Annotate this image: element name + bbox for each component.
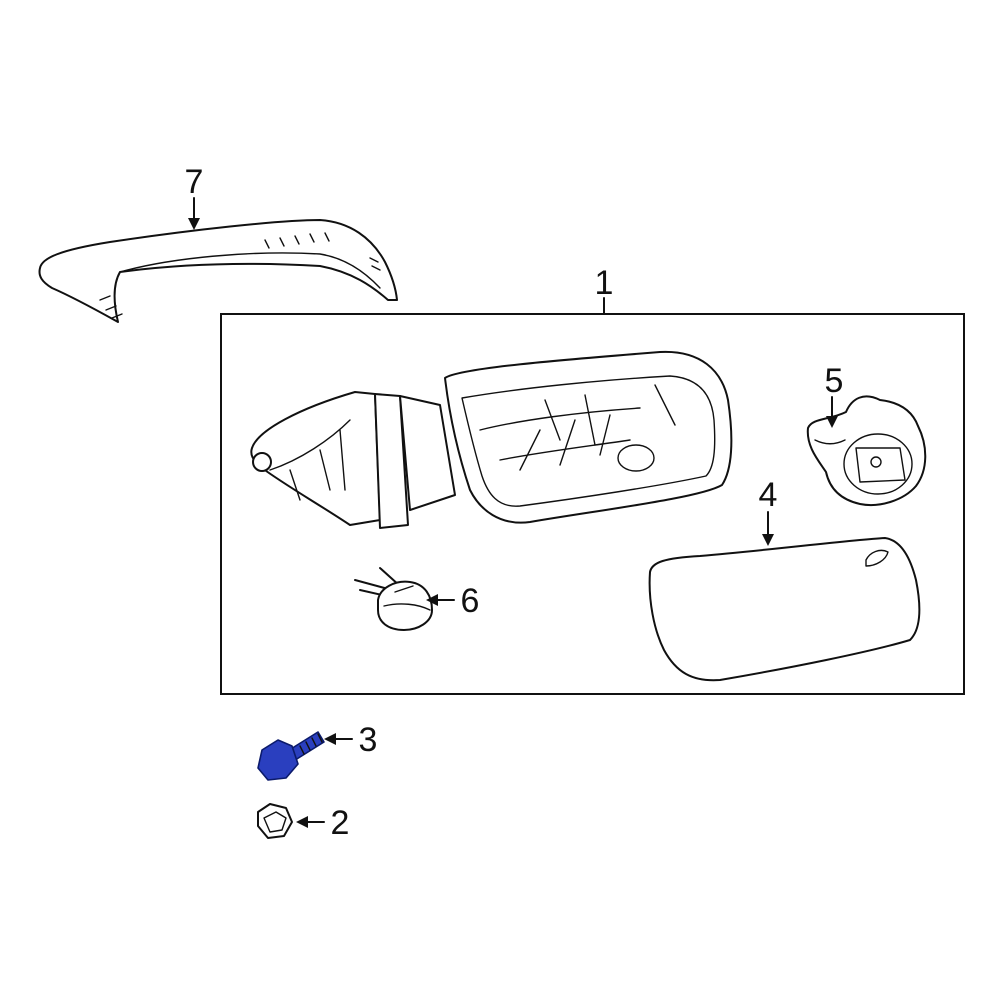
callout-3-label: 3 — [359, 721, 378, 759]
callout-1-label: 1 — [595, 264, 614, 302]
callout-5: 5 — [825, 362, 844, 428]
motor-part[interactable] — [806, 395, 927, 506]
bolt-part[interactable] — [257, 731, 325, 781]
callout-2-arrowhead — [296, 816, 308, 828]
nut-part[interactable] — [257, 803, 293, 839]
mirror-glass-part[interactable] — [648, 537, 921, 682]
mirror-cover-part[interactable] — [38, 219, 398, 323]
callout-7-label: 7 — [185, 163, 204, 201]
assembly-frame — [220, 313, 965, 695]
lamp-part[interactable] — [354, 567, 433, 631]
mirror-housing-part[interactable] — [250, 350, 733, 529]
callout-6-arrowhead — [426, 594, 438, 606]
callout-4: 4 — [759, 476, 778, 546]
callout-5-label: 5 — [825, 362, 844, 400]
callout-5-arrowhead — [826, 416, 838, 428]
callout-3-arrowhead — [324, 733, 336, 745]
callout-2-label: 2 — [331, 804, 350, 842]
callout-7-arrowhead — [188, 218, 200, 230]
callout-6-label: 6 — [461, 582, 480, 620]
callout-6: 6 — [426, 582, 479, 620]
callout-1: 1 — [595, 264, 614, 315]
callout-4-label: 4 — [759, 476, 778, 514]
callout-2: 2 — [296, 804, 349, 842]
callout-4-arrowhead — [762, 534, 774, 546]
callout-7: 7 — [185, 163, 204, 230]
callout-3: 3 — [324, 721, 377, 759]
